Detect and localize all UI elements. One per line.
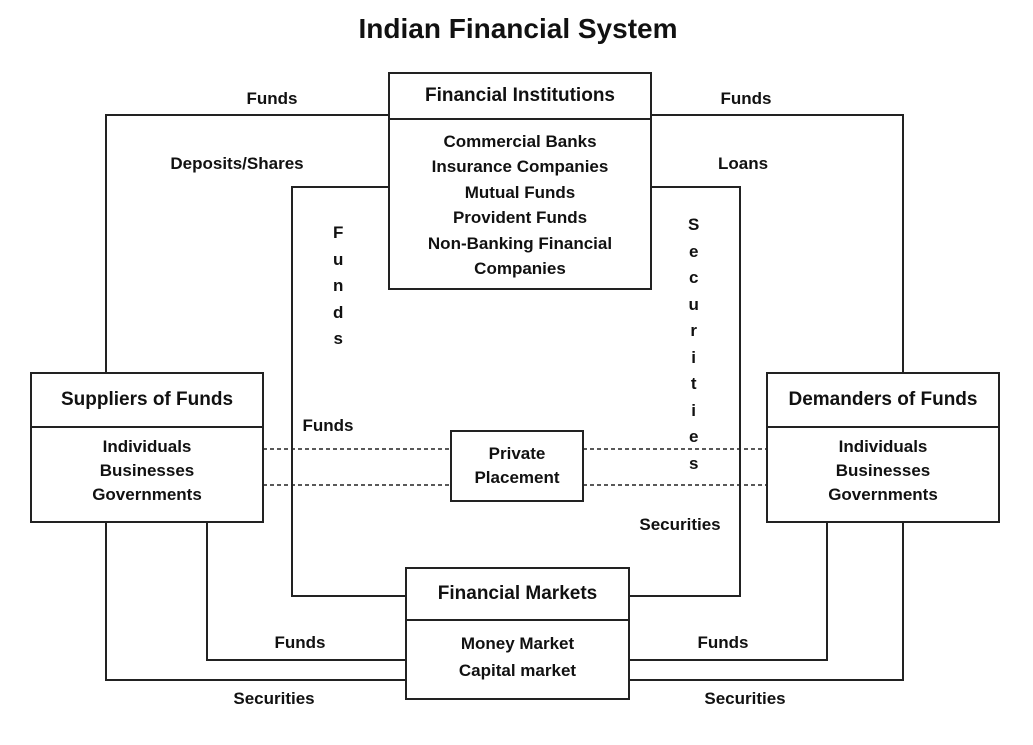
bottom-inner-flow-line-right <box>629 522 828 661</box>
vertical-letter: i <box>691 400 697 420</box>
institution-item: Mutual Funds <box>464 182 576 202</box>
demanders-heading: Demanders of Funds <box>768 374 998 428</box>
suppliers-heading: Suppliers of Funds <box>32 374 262 428</box>
institution-item: Provident Funds <box>452 208 588 227</box>
institution-item: Commercial Banks <box>443 131 597 151</box>
bottom-outer-flow-line-right <box>629 522 904 681</box>
institution-item: Insurance Companies <box>431 157 609 176</box>
vertical-letter: d <box>333 302 344 322</box>
vertical-letter: s <box>333 329 343 348</box>
vertical-letter: S <box>688 215 700 234</box>
flow-label-funds-private: Funds <box>302 416 354 435</box>
financial-markets-box: Financial Markets Money Market Capital m… <box>405 567 630 700</box>
supplier-item: Businesses <box>99 460 195 480</box>
flow-label-deposits-shares: Deposits/Shares <box>170 154 304 173</box>
flow-label-securities: Securities <box>233 689 315 708</box>
financial-markets-heading: Financial Markets <box>407 569 628 621</box>
financial-institutions-box: Financial Institutions Commercial Banks … <box>388 72 652 290</box>
vertical-letter: t <box>690 374 697 393</box>
demanders-of-funds-box: Demanders of Funds Individuals Businesse… <box>766 372 1000 523</box>
bottom-inner-flow-line-left <box>206 522 405 661</box>
bottom-outer-flow-line-left <box>105 522 405 681</box>
market-item: Money Market <box>460 633 575 653</box>
demander-item: Governments <box>828 484 938 504</box>
flow-label-funds: Funds <box>274 633 326 652</box>
vertical-letter: c <box>688 268 699 287</box>
institution-item: Companies <box>474 259 566 278</box>
flow-label-securities: Securities <box>704 689 786 708</box>
vertical-letter: i <box>691 347 697 367</box>
flow-label-loans: Loans <box>717 154 769 173</box>
supplier-item: Governments <box>92 484 202 504</box>
vertical-letter: u <box>688 294 699 314</box>
demander-item: Businesses <box>835 460 931 480</box>
vertical-letter: e <box>688 427 699 446</box>
vertical-letter: r <box>690 321 697 340</box>
private-placement-line: Placement <box>474 468 560 487</box>
vertical-letter: e <box>688 241 699 261</box>
market-item: Capital market <box>458 660 577 680</box>
vertical-letter: F <box>333 223 344 242</box>
flow-label-funds: Funds <box>720 89 772 108</box>
demander-item: Individuals <box>838 436 928 456</box>
inner-funds-flow-line <box>291 186 405 597</box>
outer-top-flow-line <box>105 114 388 372</box>
flow-label-securities-private: Securities <box>639 515 721 534</box>
supplier-item: Individuals <box>102 436 192 456</box>
vertical-letter: s <box>688 453 699 473</box>
outer-top-flow-line-right <box>651 114 904 372</box>
vertical-letter: n <box>333 276 344 295</box>
financial-institutions-heading: Financial Institutions <box>390 74 650 120</box>
institution-item: Non-Banking Financial <box>427 233 613 253</box>
inner-securities-flow-line <box>629 186 741 597</box>
page-title: Indian Financial System <box>358 13 678 44</box>
flow-label-funds: Funds <box>246 89 298 108</box>
private-placement-box: Private Placement <box>450 430 584 502</box>
suppliers-of-funds-box: Suppliers of Funds Individuals Businesse… <box>30 372 264 523</box>
vertical-letter: u <box>333 249 344 269</box>
private-placement-line: Private <box>488 444 546 463</box>
flow-label-funds: Funds <box>697 633 749 652</box>
